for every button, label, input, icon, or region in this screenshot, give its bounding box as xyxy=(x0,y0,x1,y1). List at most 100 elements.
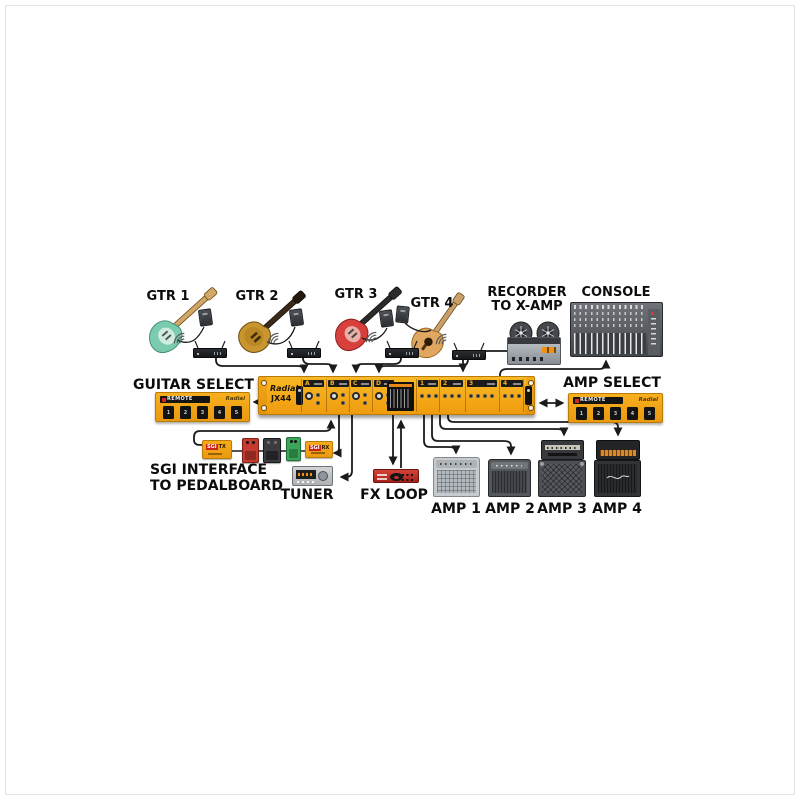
remote-footswitch-5: 5 xyxy=(231,406,242,419)
wireless-transmitter-4 xyxy=(395,305,410,324)
wireless-transmitter-1 xyxy=(197,308,214,327)
wire-sgi-return xyxy=(193,419,336,446)
strip-microtext xyxy=(361,382,369,385)
tuner-device xyxy=(292,466,333,486)
amp2-label: AMP 2 xyxy=(485,501,535,517)
input-a-jack xyxy=(305,392,313,400)
input-b-jack xyxy=(330,392,338,400)
pedal-knob xyxy=(267,441,270,444)
amp1-control-panel xyxy=(436,460,477,468)
input-d-jack xyxy=(375,392,383,400)
pedal-footswitch xyxy=(289,449,298,458)
wire-rx2-to-input-b xyxy=(302,357,338,374)
strip-microtext xyxy=(314,382,322,385)
remote-brand: Radial xyxy=(638,397,658,403)
remote-footswitch-3: 3 xyxy=(197,406,208,419)
sgi-tx-side: TX xyxy=(218,444,226,450)
output-1-number: 1 xyxy=(420,380,425,387)
rack-screw xyxy=(527,380,534,386)
section-divider xyxy=(416,379,417,412)
output-3-strip: 3 xyxy=(467,380,497,387)
recorder-device xyxy=(507,337,561,365)
fx-device-jacks xyxy=(402,478,415,481)
output-jack xyxy=(490,394,494,398)
guitar-3-illustration xyxy=(335,286,402,352)
remote-brand: Radial xyxy=(225,396,245,402)
amp-select-remote: REMOTE Radial 1 2 3 4 5 xyxy=(568,393,663,423)
input-a-letter: A xyxy=(305,380,310,387)
strip-microtext xyxy=(339,382,347,385)
sgi-rx-brand: SGI xyxy=(309,445,321,451)
sgi-scribble xyxy=(311,452,325,454)
sgi-label-line2: TO PEDALBOARD xyxy=(150,478,283,494)
input-knob xyxy=(363,393,367,397)
cabinet-corner xyxy=(540,462,544,466)
input-a-strip: A xyxy=(303,380,324,387)
fx-device-text xyxy=(377,474,387,476)
wireless-receiver-4 xyxy=(452,350,486,360)
unit-model: JX44 xyxy=(271,394,292,403)
wireless-transmitter-2 xyxy=(288,308,305,327)
wire-output1-to-amp1 xyxy=(423,415,461,455)
section-divider xyxy=(372,379,373,412)
output-jack xyxy=(420,394,424,398)
output-jack xyxy=(469,394,473,398)
tuner-knob xyxy=(318,471,328,481)
remote-footswitch-4: 4 xyxy=(214,406,225,419)
amp3-head-face xyxy=(545,445,580,450)
remote-footswitch-2: 2 xyxy=(180,406,191,419)
recorder-label-line2: TO X-AMP xyxy=(491,299,563,314)
section-divider xyxy=(301,379,302,412)
gtr2-label: GTR 2 xyxy=(235,289,279,304)
input-c-letter: C xyxy=(353,380,358,387)
rack-screw xyxy=(527,405,534,411)
strip-microtext xyxy=(487,382,495,385)
output-jack xyxy=(427,394,431,398)
wire-output4-to-amp4 xyxy=(447,415,623,437)
input-knob xyxy=(341,393,345,397)
console-master-section xyxy=(648,309,660,355)
wire-rx4-to-input-d xyxy=(374,358,469,374)
pedal-black xyxy=(263,438,281,463)
wireless-receiver-1 xyxy=(193,348,227,358)
fx-device-logo xyxy=(390,473,403,481)
wire-rx1-to-input-a xyxy=(215,357,309,374)
unit-eq-display xyxy=(387,382,414,411)
transmitter-cables xyxy=(176,322,432,345)
amp4-label: AMP 4 xyxy=(592,501,642,517)
output-jack xyxy=(476,394,480,398)
guitar-2-illustration xyxy=(238,290,306,353)
remote-footswitch-5: 5 xyxy=(644,407,655,420)
strip-microtext xyxy=(428,382,436,385)
output-2-strip: 2 xyxy=(441,380,463,387)
section-divider xyxy=(499,379,500,412)
amp1-grille xyxy=(437,470,476,493)
output-4-strip: 4 xyxy=(501,380,523,387)
guitar-select-remote: REMOTE Radial 1 2 3 4 5 xyxy=(155,392,250,422)
section-divider xyxy=(523,379,524,412)
remote-footswitch-4: 4 xyxy=(627,407,638,420)
console-knob-row xyxy=(574,324,646,327)
console-label: CONSOLE xyxy=(581,285,651,300)
output-jack xyxy=(483,394,487,398)
remote-footswitch-1: 1 xyxy=(163,406,174,419)
input-knob xyxy=(316,393,320,397)
wire-output3-to-amp3 xyxy=(439,415,569,437)
pedal-knob xyxy=(274,441,277,444)
tuner-label: TUNER xyxy=(280,487,334,503)
pedal-footswitch xyxy=(266,451,278,460)
input-knob xyxy=(363,401,367,405)
pedal-red xyxy=(242,438,259,463)
strip-microtext xyxy=(453,382,461,385)
wireless-waves xyxy=(173,331,447,345)
wire-output2-to-amp2 xyxy=(431,415,516,456)
amp2-combo xyxy=(488,459,531,497)
console-faders xyxy=(574,333,646,354)
gtr1-label: GTR 1 xyxy=(146,289,190,304)
remote-footswitch-1: 1 xyxy=(576,407,587,420)
guitar-4-illustration xyxy=(411,292,465,359)
